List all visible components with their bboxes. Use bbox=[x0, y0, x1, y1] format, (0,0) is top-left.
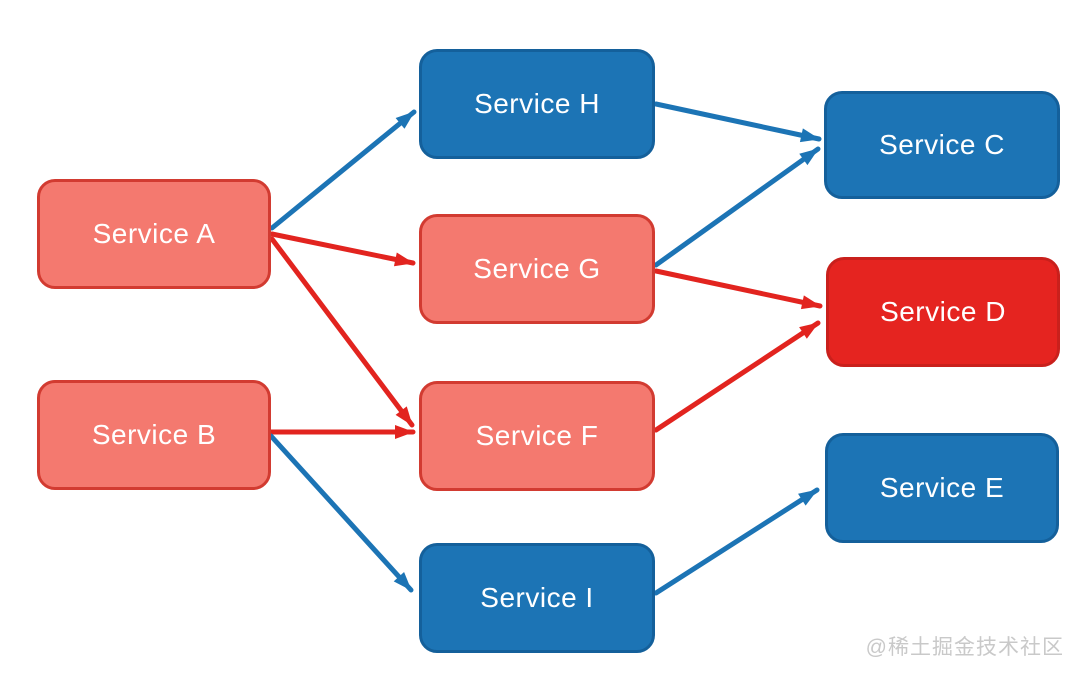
edge-service-a-to-service-g bbox=[269, 231, 416, 267]
node-service-f-label: Service F bbox=[475, 420, 599, 451]
node-service-h: Service H bbox=[419, 49, 655, 159]
node-service-c: Service C bbox=[824, 91, 1060, 199]
edge-service-i-to-service-e bbox=[653, 487, 820, 596]
edge-service-b-to-service-i bbox=[268, 433, 414, 593]
edge-service-a-to-service-f bbox=[269, 236, 415, 428]
node-service-e: Service E bbox=[825, 433, 1059, 543]
node-service-a-label: Service A bbox=[92, 218, 216, 249]
edge-service-f-to-service-d bbox=[653, 320, 821, 433]
edge-service-h-to-service-c bbox=[653, 101, 822, 143]
node-service-g: Service G bbox=[419, 214, 655, 324]
node-service-d-label: Service D bbox=[880, 296, 1006, 327]
node-service-b-label: Service B bbox=[91, 419, 217, 450]
edge-service-g-to-service-d bbox=[653, 268, 823, 310]
edge-service-g-to-service-c bbox=[653, 146, 821, 268]
node-service-i-label: Service I bbox=[480, 582, 594, 613]
node-service-a: Service A bbox=[37, 179, 271, 289]
node-service-i: Service I bbox=[419, 543, 655, 653]
watermark: @稀土掘金技术社区 bbox=[865, 636, 1064, 659]
node-service-f: Service F bbox=[419, 381, 655, 491]
node-service-g-label: Service G bbox=[473, 253, 601, 284]
node-service-h-label: Service H bbox=[474, 88, 600, 119]
node-service-e-label: Service E bbox=[879, 472, 1005, 503]
node-service-c-label: Service C bbox=[879, 129, 1005, 160]
edge-service-a-to-service-h bbox=[269, 109, 417, 231]
node-service-b: Service B bbox=[37, 380, 271, 490]
node-service-d: Service D bbox=[826, 257, 1060, 367]
